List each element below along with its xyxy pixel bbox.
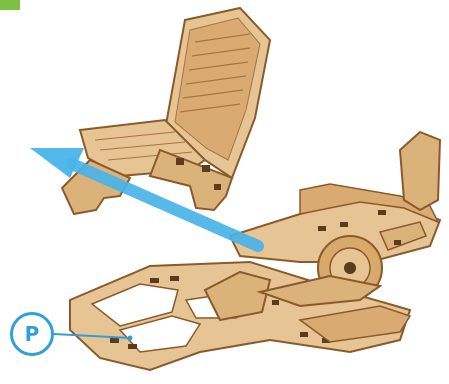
part-callout-label: P bbox=[25, 322, 40, 346]
corner-tab bbox=[0, 0, 20, 10]
part-callout-badge: P bbox=[10, 312, 54, 356]
rear-fin bbox=[400, 132, 440, 210]
seat-part bbox=[62, 8, 270, 214]
